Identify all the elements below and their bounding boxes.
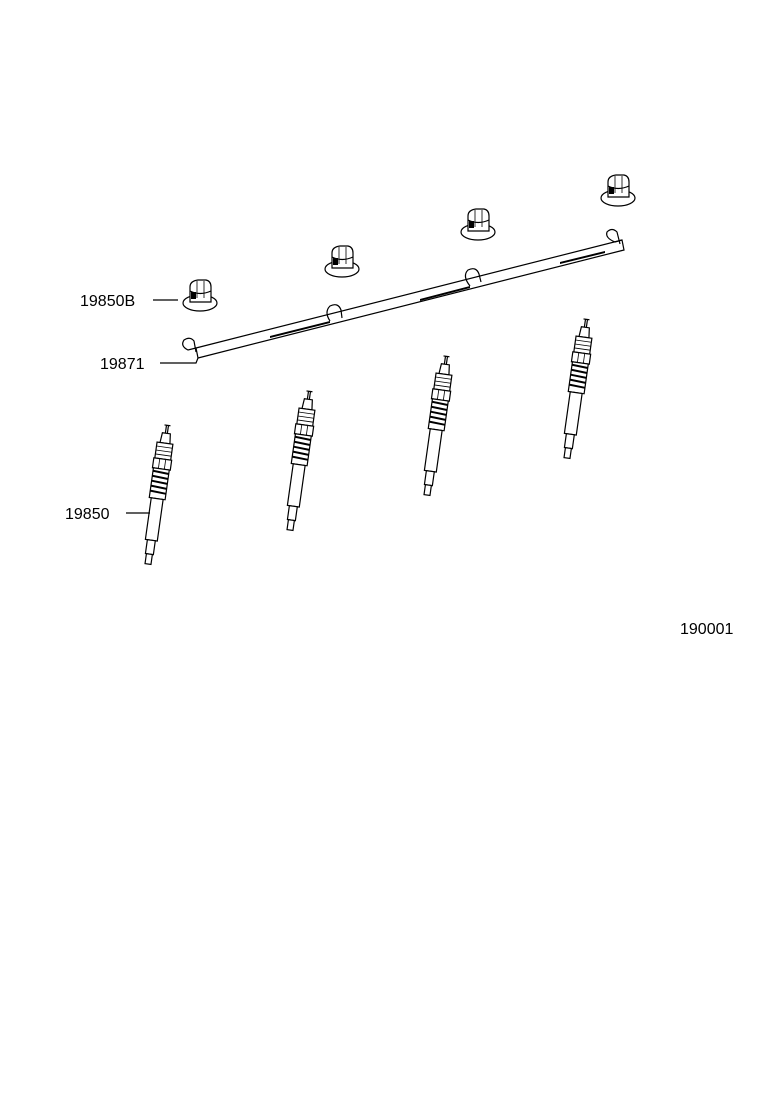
- leader-line-19871: [160, 357, 199, 364]
- glow-plug-nut-2: [324, 245, 360, 278]
- glow-plug-4: [557, 317, 596, 460]
- connector-bar: [182, 228, 625, 359]
- label-19850b: 19850B: [80, 293, 135, 310]
- glow-plug-nut-4: [600, 174, 636, 207]
- glow-plug-3: [417, 354, 456, 497]
- glow-plug-nut-1: [182, 279, 218, 312]
- glow-plug-1: [138, 423, 177, 566]
- figure-number: 190001: [680, 621, 733, 638]
- label-19871: 19871: [100, 356, 145, 373]
- label-19850: 19850: [65, 506, 110, 523]
- glow-plug-nut-3: [460, 208, 496, 241]
- glow-plug-2: [280, 389, 319, 532]
